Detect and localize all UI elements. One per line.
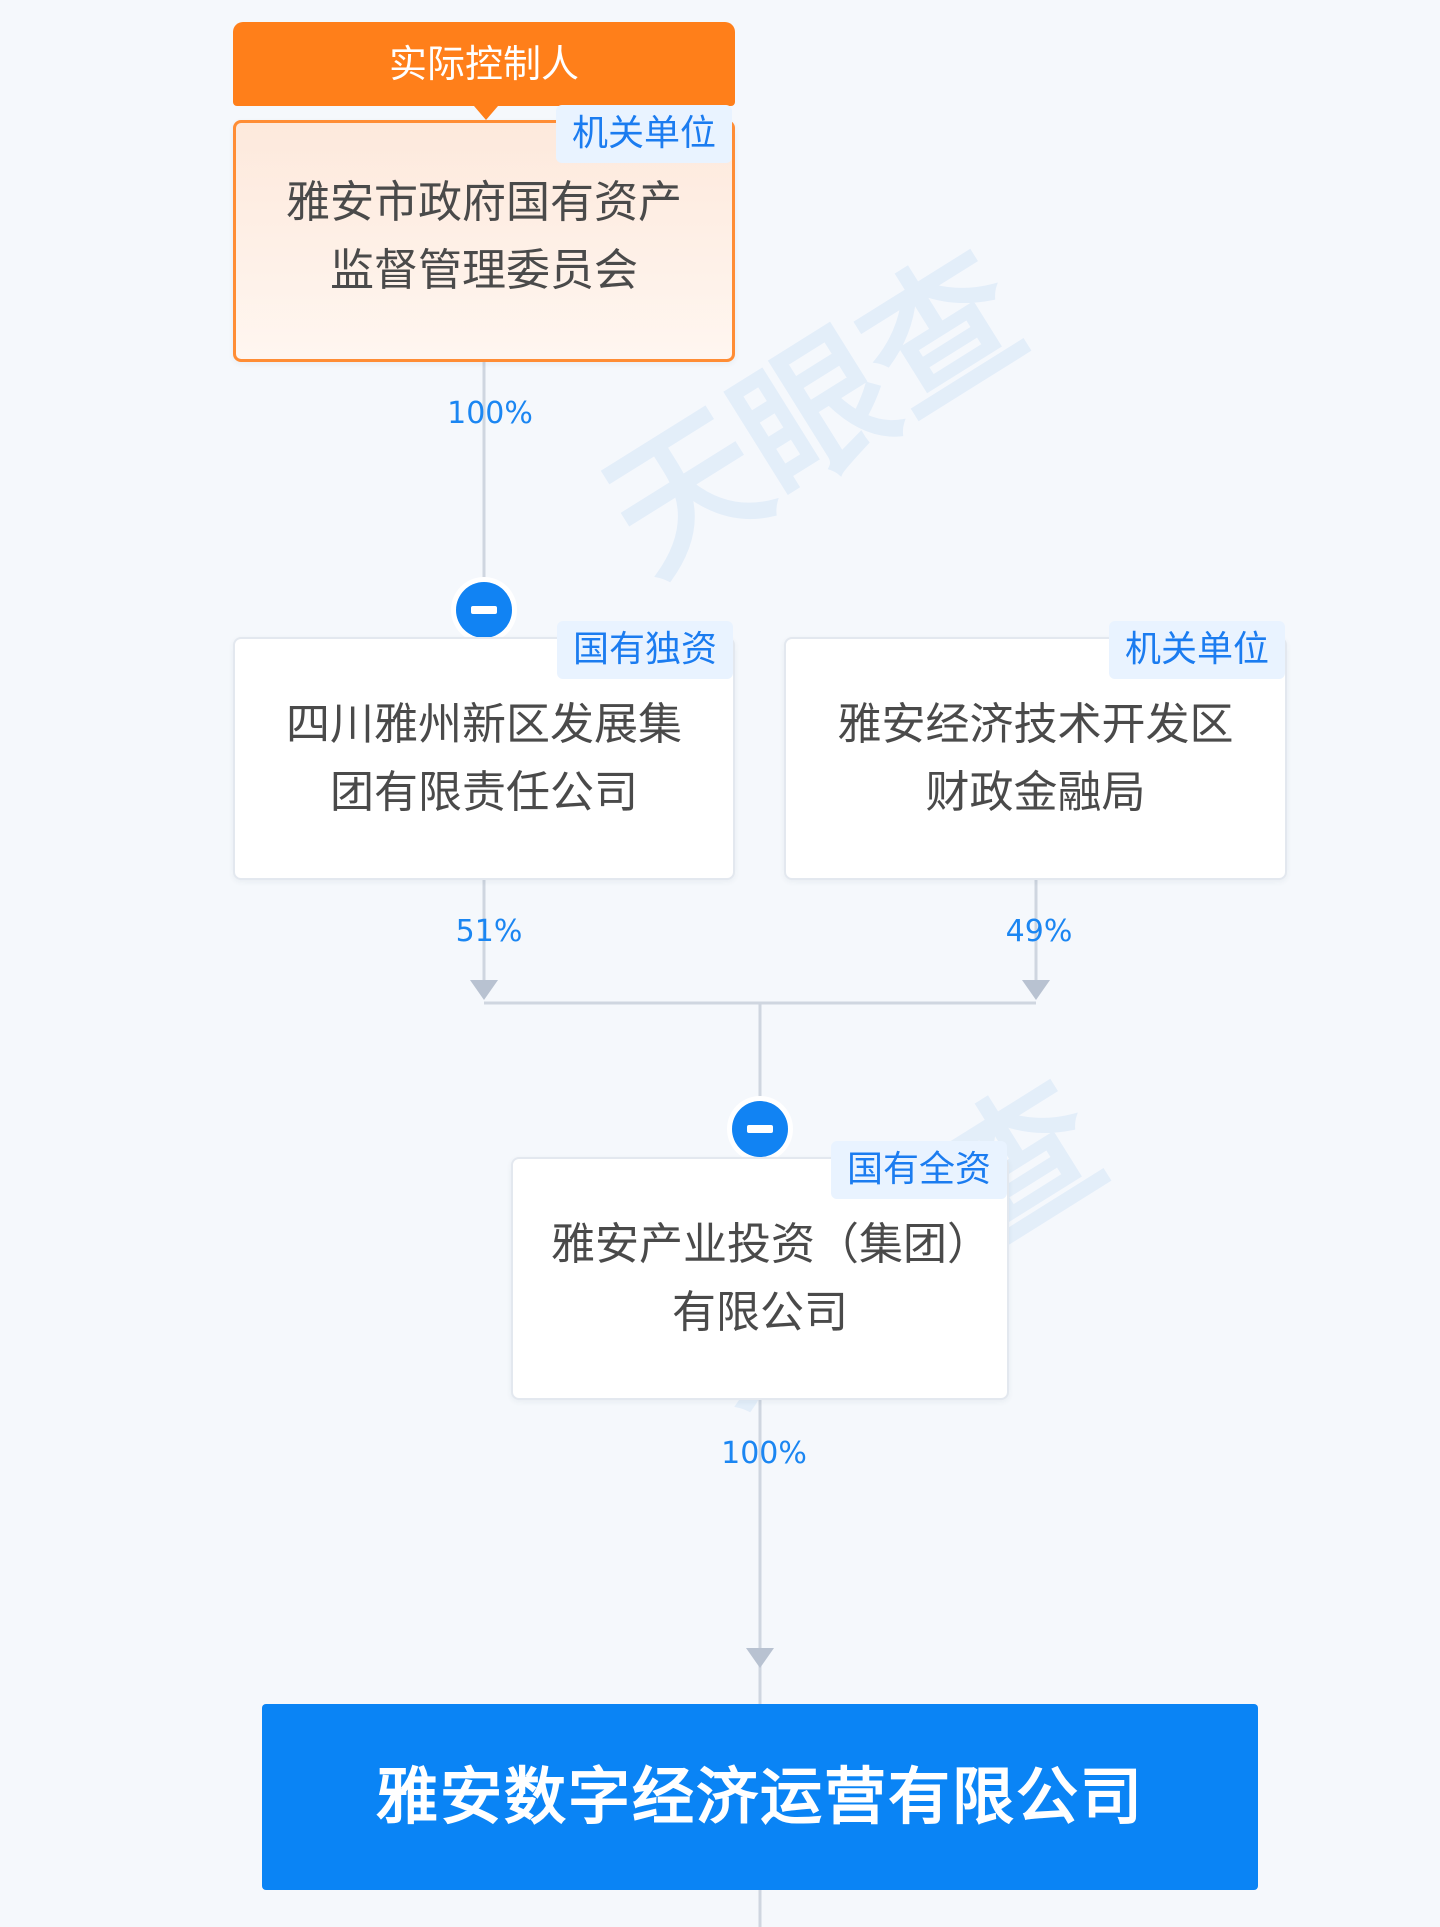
entity-type-tag: 国有独资 <box>556 621 733 679</box>
entity-type-tag: 机关单位 <box>555 105 732 163</box>
entity-name: 雅安经济技术开发区财政金融局 <box>837 699 1234 818</box>
node-target-company[interactable]: 雅安数字经济运营有限公司 <box>262 1704 1258 1890</box>
entity-name: 四川雅州新区发展集团有限责任公司 <box>286 699 682 818</box>
entity-name: 雅安产业投资（集团）有限公司 <box>551 1219 969 1338</box>
badge-pointer-icon <box>474 106 498 120</box>
arrow-down-icon <box>1022 980 1050 1000</box>
entity-type-tag: 机关单位 <box>1108 621 1285 679</box>
edge-percentage: 100% <box>447 396 533 431</box>
collapse-toggle[interactable] <box>456 582 512 638</box>
entity-name: 雅安市政府国有资产监督管理委员会 <box>286 177 682 296</box>
arrow-down-icon <box>746 1648 774 1668</box>
actual-controller-badge: 实际控制人 <box>233 22 735 120</box>
edge-percentage: 51% <box>455 914 523 949</box>
entity-type-tag: 国有全资 <box>830 1141 1007 1199</box>
edge-percentage: 100% <box>721 1436 807 1471</box>
actual-controller-label: 实际控制人 <box>388 42 579 86</box>
edge-percentage: 49% <box>1005 914 1073 949</box>
arrow-down-icon <box>470 980 498 1000</box>
node-shareholder-a[interactable]: 国有独资 四川雅州新区发展集团有限责任公司 <box>233 621 735 880</box>
node-shareholder-b[interactable]: 机关单位 雅安经济技术开发区财政金融局 <box>784 621 1287 880</box>
collapse-toggle[interactable] <box>732 1101 788 1157</box>
node-parent[interactable]: 国有全资 雅安产业投资（集团）有限公司 <box>511 1141 1009 1400</box>
node-controller[interactable]: 机关单位 雅安市政府国有资产监督管理委员会 <box>233 105 735 362</box>
target-company-name: 雅安数字经济运营有限公司 <box>375 1760 1144 1833</box>
minus-circle-icon <box>471 606 497 614</box>
minus-circle-icon <box>747 1125 773 1133</box>
